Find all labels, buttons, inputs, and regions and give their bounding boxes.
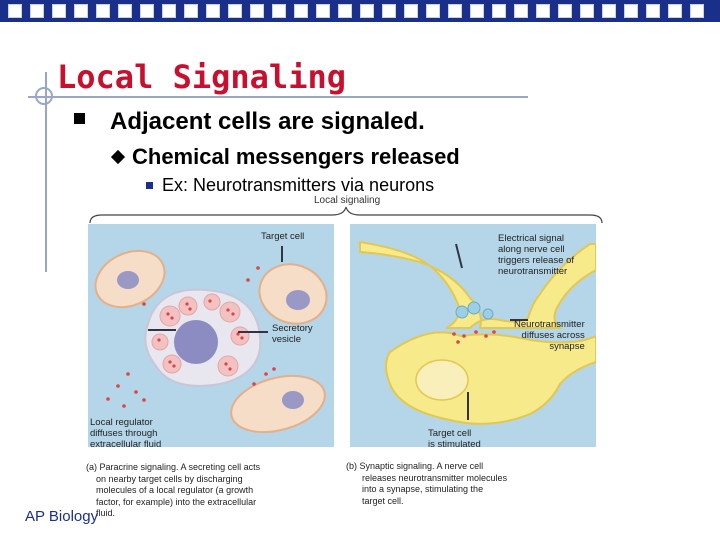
banner-square [228,4,242,18]
banner-square [316,4,330,18]
banner-square [96,4,110,18]
banner-square [360,4,374,18]
neurotransmitter-molecules [452,330,496,344]
figure-title: Local signaling [314,195,381,206]
banner-square [448,4,462,18]
crosshair-ornament [35,87,53,105]
figure-bracket [89,206,603,224]
banner-square [250,4,264,18]
panel-synaptic [350,224,596,447]
bullet-small-square-icon [146,182,153,189]
bullet-diamond-icon [110,149,126,165]
target-nerve-cell [385,331,596,425]
banner-square [8,4,22,18]
vertical-rule [45,72,47,272]
banner-square [470,4,484,18]
synaptic-vesicles [455,301,494,320]
banner-square [294,4,308,18]
banner-square [382,4,396,18]
banner-square [690,4,704,18]
local-signaling-figure: Local signaling [82,195,610,530]
banner-square [668,4,682,18]
top-banner [0,0,720,22]
banner-square [536,4,550,18]
panel-paracrine [88,224,334,447]
caption-synaptic: (b) Synaptic signaling. A nerve cell rel… [346,461,508,506]
label-neurotransmitter-diffuses: Neurotransmitter diffuses across synapse [514,319,585,352]
banner-square [624,4,638,18]
slide-title: Local Signaling [57,58,346,96]
label-target-stimulated: Target cell is stimulated [428,428,481,450]
bullet-level3: Ex: Neurotransmitters via neurons [162,175,435,195]
banner-square [514,4,528,18]
banner-square [426,4,440,18]
banner-square [162,4,176,18]
banner-square [404,4,418,18]
banner-square [338,4,352,18]
label-target-cell: Target cell [261,231,305,242]
local-regulator-molecules [106,266,276,408]
banner-square [140,4,154,18]
banner-square [558,4,572,18]
course-footer: AP Biology [25,508,99,525]
banner-square [646,4,660,18]
synaptic-illustration [359,240,596,425]
banner-square [580,4,594,18]
nerve-cell-axon [359,240,596,329]
bullet-square-icon [74,113,85,124]
banner-square [206,4,220,18]
paracrine-illustration [94,246,328,434]
label-local-regulator: Local regulator diffuses through extrace… [90,417,162,450]
banner-square [118,4,132,18]
electrical-signal-arrow [455,243,463,269]
target-cell-top-left [94,249,166,309]
banner-square [272,4,286,18]
label-secretory-vesicle: Secretory vesicle [272,323,313,345]
banner-square [602,4,616,18]
banner-square [30,4,44,18]
target-cell-bottom-right [230,374,326,434]
banner-square [52,4,66,18]
caption-paracrine: (a) Paracrine signaling. A secreting cel… [86,462,261,518]
bullet-level2: Chemical messengers released [132,144,460,169]
banner-square [184,4,198,18]
label-electrical-signal: Electrical signal along nerve cell trigg… [498,233,575,277]
secreting-cell [144,288,262,387]
title-underline [28,96,528,98]
banner-square [74,4,88,18]
bullet-level1: Adjacent cells are signaled. [110,108,425,135]
banner-square [492,4,506,18]
target-cell-top-right [258,263,328,325]
